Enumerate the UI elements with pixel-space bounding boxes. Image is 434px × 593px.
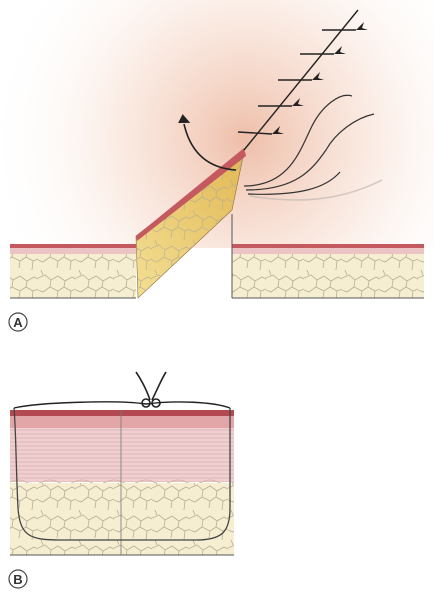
panel-label-b: B [9, 570, 27, 588]
b-papillary-dermis [10, 416, 234, 428]
b-epidermis [10, 410, 234, 416]
panel-b-mattress-suture: B [9, 372, 234, 588]
panel-label-a-text: A [13, 315, 23, 330]
b-suture-knot [136, 372, 166, 407]
left-dermis [10, 248, 136, 254]
panel-label-a: A [9, 313, 27, 331]
panel-label-b-text: B [13, 572, 22, 587]
right-skin-surface [232, 244, 424, 248]
b-suture-top [14, 402, 230, 408]
panel-a-wound-closure: A [0, 0, 434, 331]
left-skin-surface [10, 244, 136, 248]
right-dermis [232, 248, 424, 254]
